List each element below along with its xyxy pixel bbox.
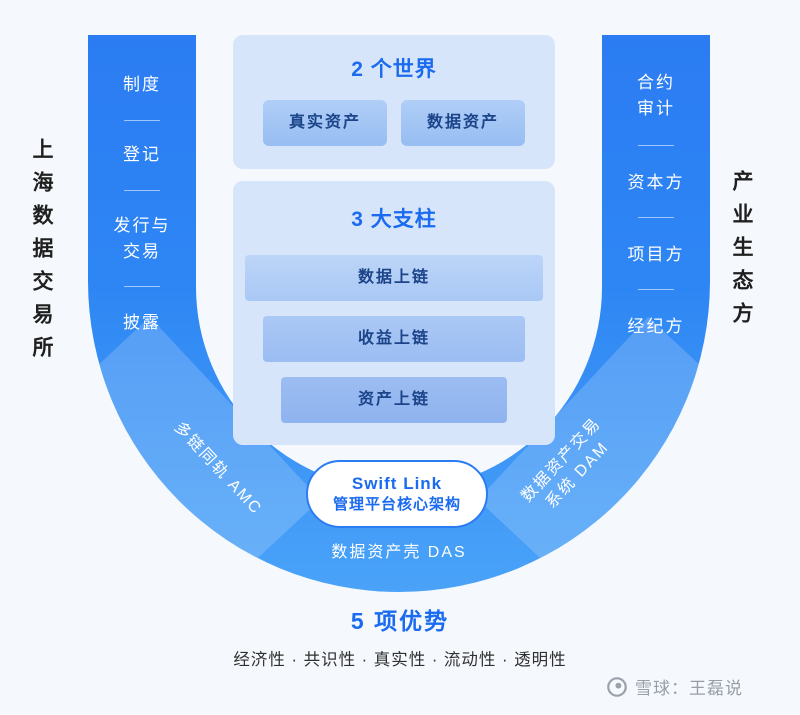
right-vertical-label: 产业生态方	[730, 170, 753, 335]
left-arm-divider	[124, 190, 160, 191]
watermark: 雪球：王磊说	[606, 674, 743, 699]
band-bottom-label-das: 数据资产壳 DAS	[331, 544, 467, 561]
left-arm-divider	[124, 120, 160, 121]
watermark-text: 雪球：王磊说	[635, 679, 743, 698]
left-arm-item-system: 制度	[123, 75, 161, 94]
three-pillars-panel: 3 大支柱 数据上链 收益上链 资产上链	[233, 181, 555, 445]
pillar-bar-revenue-onchain: 收益上链	[263, 316, 525, 362]
core-pill-title: Swift Link	[351, 474, 443, 493]
left-vertical-label: 上海数据交易所	[30, 138, 53, 369]
three-pillars-title: 3 大支柱	[351, 208, 437, 231]
left-arm-item-issuance-trading: 发行与交易	[113, 216, 171, 261]
data-assets-box: 数据资产	[401, 100, 526, 146]
two-worlds-panel: 2 个世界 真实资产 数据资产	[233, 35, 555, 169]
advantages-list: 经济性 · 共识性 · 真实性 · 流动性 · 透明性	[233, 651, 567, 669]
right-arm-divider	[638, 289, 674, 290]
right-arm-item-capital: 资本方	[627, 173, 685, 192]
right-arm-item-contract-audit: 合约审计	[637, 73, 675, 118]
pillar-bar-data-onchain: 数据上链	[245, 255, 543, 301]
right-arm-divider	[638, 217, 674, 218]
right-arm-item-broker: 经纪方	[627, 317, 685, 336]
left-arm-item-registration: 登记	[123, 145, 161, 164]
swift-link-core-pill: Swift Link 管理平台核心架构	[306, 460, 488, 528]
right-arm-divider	[638, 145, 674, 146]
two-worlds-title: 2 个世界	[351, 58, 437, 81]
pillar-bar-asset-onchain: 资产上链	[281, 377, 507, 423]
left-arm-item-disclosure: 披露	[123, 313, 161, 332]
core-pill-subtitle: 管理平台核心架构	[332, 496, 461, 513]
worlds-boxes-row: 真实资产 数据资产	[233, 100, 555, 146]
right-arm-item-project: 项目方	[627, 245, 685, 264]
real-assets-box: 真实资产	[262, 100, 387, 146]
left-arm-divider	[124, 286, 160, 287]
xueqiu-logo-icon	[606, 676, 628, 698]
advantages-title: 5 项优势	[350, 608, 450, 634]
